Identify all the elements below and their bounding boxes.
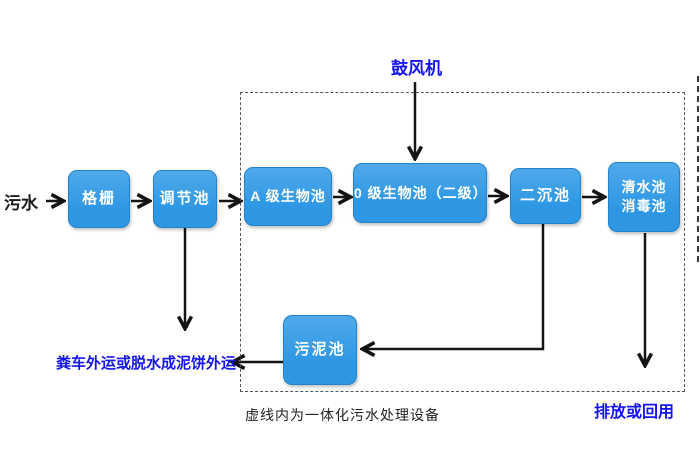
- node-grid: 格栅: [68, 170, 130, 228]
- arrow-secondary-to-sludge: [364, 223, 545, 349]
- node-o-bio-tank-label: 0 级生物池（二级）: [354, 184, 488, 201]
- integrated-equipment-boundary: [240, 92, 685, 392]
- node-o-bio-tank: 0 级生物池（二级）: [353, 163, 487, 223]
- node-secondary-sed-tank: 二沉池: [510, 168, 581, 224]
- blower-label: 鼓风机: [391, 59, 442, 78]
- node-regulating-tank-label: 调节池: [159, 189, 211, 207]
- node-secondary-sed-tank-label: 二沉池: [519, 186, 571, 204]
- node-clear-water-tank-line2: 消毒池: [621, 198, 667, 214]
- node-clear-water-tank: 清水池 消毒池: [608, 162, 680, 232]
- node-grid-label: 格栅: [81, 189, 116, 207]
- dashed-box-caption: 虚线内为一体化污水处理设备: [245, 407, 440, 423]
- sludge-out-label: 粪车外运或脱水成泥饼外运: [56, 355, 237, 372]
- node-clear-water-tank-line1: 清水池: [621, 179, 667, 196]
- right-edge-dashed-artifact: [697, 76, 699, 262]
- node-a-bio-tank-label: A 级生物池: [250, 188, 326, 205]
- discharge-label: 排放或回用: [594, 404, 675, 421]
- node-a-bio-tank: A 级生物池: [244, 167, 332, 226]
- node-regulating-tank: 调节池: [153, 170, 217, 228]
- node-sludge-tank-label: 污泥池: [294, 340, 346, 358]
- node-sludge-tank: 污泥池: [283, 315, 357, 385]
- influent-label: 污水: [4, 194, 38, 213]
